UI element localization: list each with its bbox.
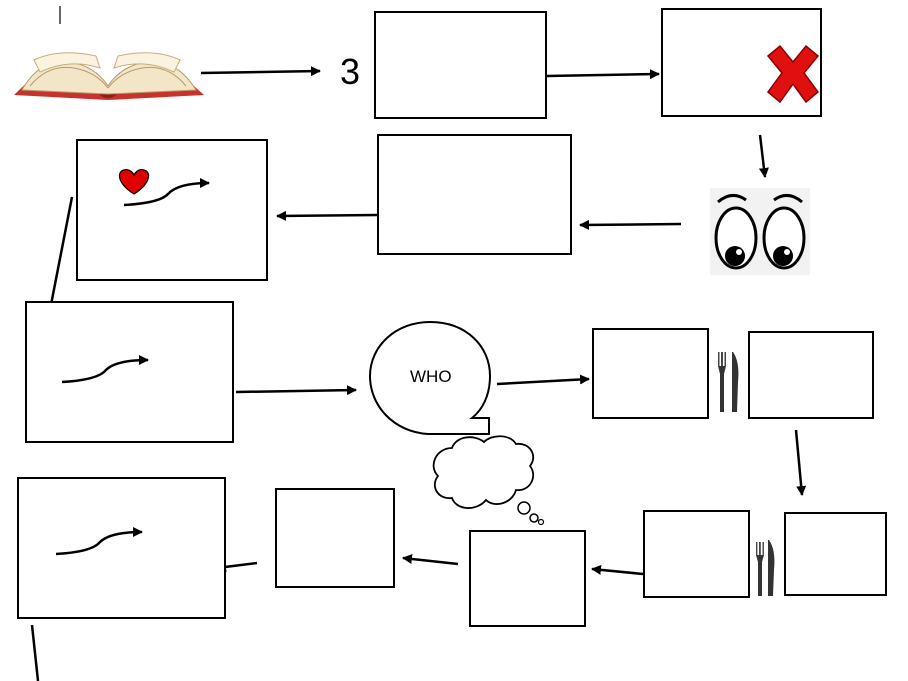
fork-knife-icon: [718, 352, 739, 412]
open-book-icon: [14, 52, 204, 100]
thought-bubble-icon: [432, 435, 545, 526]
storyboard-box: [643, 510, 750, 598]
curved-arrow-icon: [55, 527, 143, 556]
storyboard-box: [275, 488, 395, 588]
arrow: [758, 134, 769, 178]
arrow: [794, 429, 807, 496]
fork-knife-icon: [756, 540, 775, 596]
arrow: [546, 69, 660, 80]
storyboard-box: [592, 328, 709, 419]
arrow: [591, 564, 644, 576]
arrow: [30, 624, 40, 681]
arrow: [200, 66, 321, 77]
storyboard-box: [374, 11, 547, 119]
storyboard-box: [17, 477, 226, 619]
arrow: [579, 219, 682, 230]
heart-icon: [118, 169, 150, 195]
storyboard-box: [784, 512, 887, 596]
arrow: [235, 385, 357, 396]
speech-bubble-text: WHO: [410, 367, 452, 386]
storyboard-box: [76, 139, 268, 281]
eyes-icon: [710, 188, 810, 275]
curved-arrow-icon: [123, 178, 210, 207]
storyboard-box: [377, 134, 572, 255]
curved-arrow-icon: [61, 355, 149, 384]
arrow: [402, 554, 459, 566]
speech-bubble: [368, 320, 492, 435]
arrow: [496, 374, 590, 386]
number-label: 3: [340, 51, 360, 92]
arrow: [45, 196, 74, 316]
red-cross-icon: [766, 44, 820, 104]
arrow: [276, 210, 378, 221]
storyboard-box: [748, 331, 874, 419]
storyboard-box: [25, 301, 234, 443]
storyboard-box: [469, 530, 586, 627]
